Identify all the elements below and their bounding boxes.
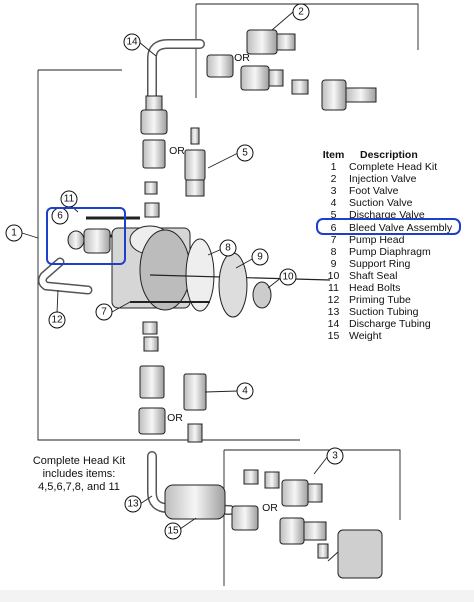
legend-item-number: 1: [330, 161, 337, 174]
svg-text:4: 4: [242, 386, 248, 397]
legend-item-description: Weight: [349, 330, 382, 343]
legend-row: 10 Shaft Seal: [321, 270, 471, 282]
kit-note-line-2: includes items:: [42, 468, 116, 480]
callout-5: 5: [236, 144, 254, 162]
pump-head-assembly: [67, 216, 331, 318]
legend-row: 7 Pump Head: [321, 234, 471, 246]
legend-item-description: Priming Tube: [349, 294, 411, 307]
callout-2: 2: [292, 3, 310, 21]
weight: [164, 484, 226, 520]
legend-row: 4 Suction Valve: [321, 197, 471, 209]
legend-item-description: Foot Valve: [349, 185, 399, 198]
legend-item-number: 9: [330, 257, 337, 270]
svg-text:3: 3: [332, 451, 338, 462]
legend-item-description: Support Ring: [349, 257, 411, 270]
legend-row: 9 Support Ring: [321, 258, 471, 270]
callout-9: 9: [251, 248, 269, 266]
legend-item-description: Head Bolts: [349, 282, 401, 295]
legend-item-number: 12: [327, 294, 340, 307]
legend-item-description: Suction Tubing: [349, 306, 419, 319]
callout-13: 13: [124, 495, 142, 513]
or-label-suction: OR: [167, 412, 183, 424]
svg-text:11: 11: [64, 194, 75, 205]
legend-item-description: Pump Diaphragm: [349, 245, 431, 258]
svg-text:6: 6: [57, 211, 63, 222]
legend-item-number: 4: [330, 197, 337, 210]
legend-header-item: Item: [322, 149, 345, 161]
legend-item-number: 5: [330, 209, 337, 222]
injection-valve-parts: [206, 29, 377, 111]
callout-15: 15: [164, 522, 182, 540]
callout-8: 8: [219, 239, 237, 257]
legend-row: 6 Bleed Valve Assembly: [321, 222, 471, 234]
callout-14: 14: [123, 33, 141, 51]
legend-item-description: Discharge Tubing: [349, 318, 431, 331]
foot-valve-parts: [231, 469, 383, 579]
callout-4: 4: [236, 382, 254, 400]
legend-row: 13 Suction Tubing: [321, 306, 471, 318]
parts-legend: Item Description 1 Complete Head Kit 2 Inje…: [321, 149, 471, 343]
legend-item-description: Bleed Valve Assembly: [349, 221, 453, 234]
callout-7: 7: [95, 303, 113, 321]
legend-item-number: 11: [328, 282, 339, 295]
legend-row: 3 Foot Valve: [321, 185, 471, 197]
callout-10: 10: [279, 268, 297, 286]
discharge-valve-parts: [140, 95, 206, 218]
svg-text:13: 13: [127, 499, 139, 510]
callout-12: 12: [48, 311, 66, 329]
callout-11: 11: [60, 190, 78, 208]
legend-row: 11 Head Bolts: [321, 282, 471, 294]
legend-row: 1 Complete Head Kit: [321, 161, 471, 173]
head-kit-note: Complete Head Kit includes items: 4,5,6,…: [12, 455, 146, 494]
legend-item-description: Pump Head: [349, 233, 405, 246]
suction-valve-parts: [138, 321, 207, 443]
svg-text:7: 7: [101, 307, 107, 318]
legend-item-number: 3: [330, 185, 337, 198]
legend-item-description: Injection Valve: [349, 173, 417, 186]
svg-text:15: 15: [167, 526, 179, 537]
legend-row: 14 Discharge Tubing: [321, 318, 471, 330]
svg-text:14: 14: [126, 37, 138, 48]
svg-text:8: 8: [225, 243, 231, 254]
kit-note-line-3: 4,5,6,7,8, and 11: [38, 481, 120, 493]
group-bracket-lines: [37, 3, 419, 586]
legend-item-number: 15: [327, 330, 340, 343]
svg-text:5: 5: [242, 148, 248, 159]
legend-item-number: 13: [327, 306, 340, 319]
legend-item-description: Complete Head Kit: [349, 161, 438, 174]
legend-row: 2 Injection Valve: [321, 173, 471, 185]
legend-item-description: Shaft Seal: [349, 269, 398, 282]
legend-item-number: 8: [330, 245, 337, 258]
svg-text:12: 12: [51, 315, 63, 326]
legend-header-description: Description: [360, 149, 418, 161]
svg-text:9: 9: [257, 252, 263, 263]
svg-text:1: 1: [11, 228, 17, 239]
bleed-valve-legend-highlight: [316, 218, 461, 235]
legend-item-number: 6: [330, 221, 337, 234]
legend-row: 12 Priming Tube: [321, 294, 471, 306]
bleed-valve-highlight-box: [46, 207, 126, 265]
svg-text:2: 2: [298, 7, 304, 18]
legend-item-description: Suction Valve: [349, 197, 413, 210]
callout-3: 3: [326, 447, 344, 465]
legend-item-number: 10: [327, 269, 340, 282]
callout-1: 1: [5, 224, 23, 242]
legend-item-number: 7: [330, 233, 337, 246]
or-label-discharge: OR: [169, 145, 185, 157]
legend-rows: 1 Complete Head Kit 2 Injection Valve 3 Foot …: [321, 161, 471, 342]
svg-text:10: 10: [282, 272, 294, 283]
bottom-strip: [0, 590, 474, 602]
or-label-foot: OR: [262, 502, 278, 514]
legend-row: 15 Weight: [321, 330, 471, 342]
legend-row: 8 Pump Diaphragm: [321, 246, 471, 258]
legend-header: Item Description: [321, 149, 471, 161]
legend-item-number: 14: [327, 318, 340, 331]
legend-item-number: 2: [330, 173, 337, 186]
kit-note-line-1: Complete Head Kit: [32, 455, 126, 467]
or-label-injection: OR: [234, 52, 250, 64]
